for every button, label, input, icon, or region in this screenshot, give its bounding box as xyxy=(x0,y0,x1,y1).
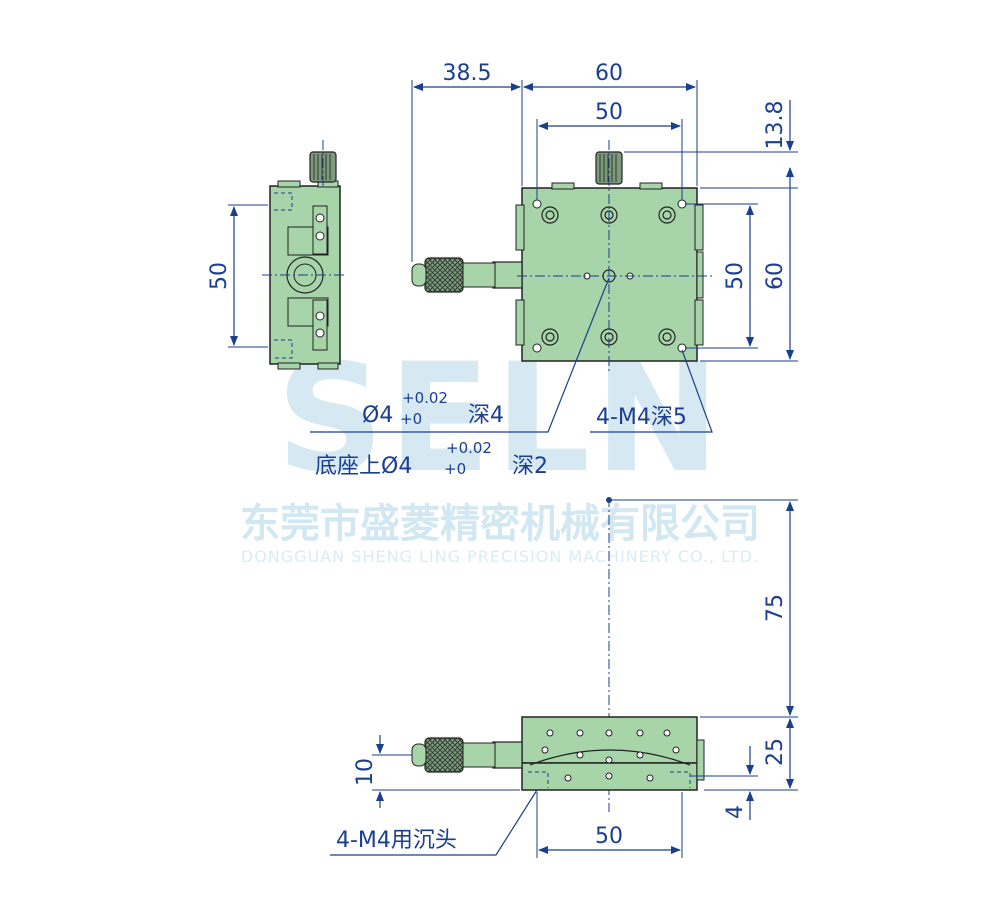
note-hole-top-tol-lower: +0 xyxy=(400,410,422,428)
dim-knob-height: 13.8 xyxy=(763,101,788,150)
dim-top-width-outer: 60 xyxy=(595,61,623,86)
note-counterbore: 4-M4用沉头 xyxy=(336,828,457,853)
note-hole-base-main: 底座上Ø4 xyxy=(315,454,412,479)
dim-front-low: 10 xyxy=(353,758,378,786)
note-hole-base-tol-lower: +0 xyxy=(444,460,466,478)
note-hole-base-depth: 深2 xyxy=(512,454,548,479)
watermark-company-cn: 东莞市盛菱精密机械有限公司 xyxy=(240,501,760,547)
note-hole-top-tol-upper: +0.02 xyxy=(402,389,448,407)
dim-center-height: 75 xyxy=(763,594,788,622)
top-view: 38.5 60 50 13.8 50 60 xyxy=(411,61,798,372)
dim-right-outer: 60 xyxy=(763,262,788,290)
watermark-company-en: DONGGUAN SHENG LING PRECISION MACHINERY … xyxy=(241,547,759,566)
note-tapped-holes: 4-M4深5 xyxy=(596,405,687,430)
front-view: 75 25 4 10 50 4-M4用沉头 xyxy=(330,497,798,858)
note-hole-base-tol-upper: +0.02 xyxy=(446,439,492,457)
notes: Ø4 +0.02 +0 深4 底座上Ø4 +0.02 +0 深2 4-M4深5 xyxy=(310,277,713,479)
side-view: 50 xyxy=(207,140,345,370)
note-hole-top-main: Ø4 xyxy=(362,403,393,428)
dim-side-height: 50 xyxy=(207,262,232,290)
dim-front-base: 4 xyxy=(723,805,748,819)
dim-front-height: 25 xyxy=(763,738,788,766)
dim-right-inner: 50 xyxy=(723,262,748,290)
dim-front-width: 50 xyxy=(595,824,623,849)
note-hole-top-depth: 深4 xyxy=(468,403,504,428)
dim-top-width-inner: 50 xyxy=(595,100,623,125)
dim-offset-left: 38.5 xyxy=(443,61,492,86)
